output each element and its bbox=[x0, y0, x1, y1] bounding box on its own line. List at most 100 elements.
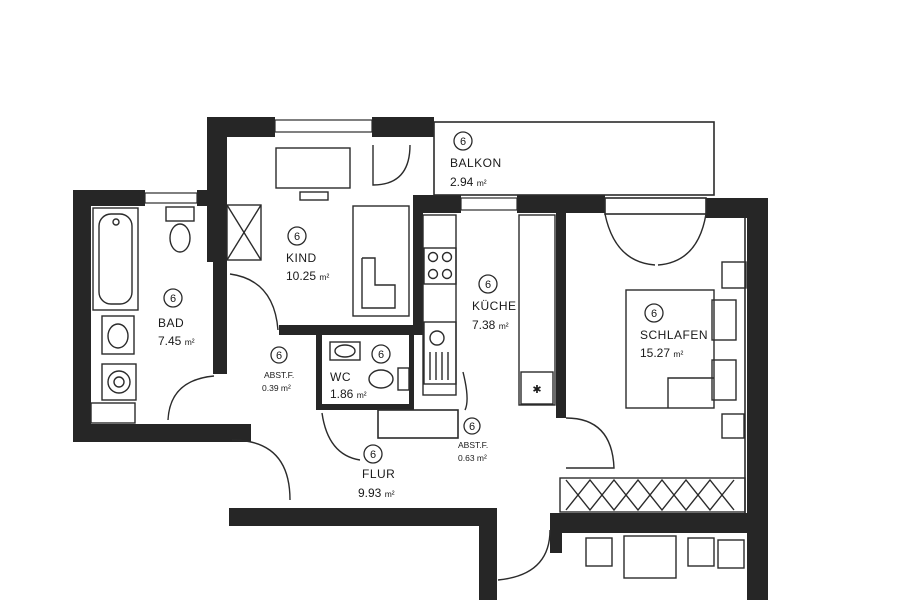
desk bbox=[275, 147, 351, 201]
wall-segment bbox=[517, 195, 605, 213]
room-abstf-1: 6 ABST.F. 0.39 m² bbox=[262, 346, 294, 393]
wardrobe bbox=[226, 204, 262, 261]
room-name: KÜCHE bbox=[472, 299, 517, 313]
table bbox=[623, 535, 677, 579]
room-bad: 6 BAD 7.45 m² bbox=[158, 288, 195, 348]
room-area: 9.93 bbox=[358, 486, 382, 500]
room-area: 0.39 bbox=[262, 383, 279, 393]
door-swing-icon bbox=[565, 417, 615, 469]
level-number: 6 bbox=[469, 421, 475, 433]
room-wc: 6 WC 1.86 m² bbox=[330, 344, 391, 401]
toilet-icon bbox=[165, 206, 195, 253]
level-number: 6 bbox=[485, 279, 491, 291]
wall-segment bbox=[73, 190, 91, 440]
svg-text:10.25 m²: 10.25 m² bbox=[286, 269, 329, 283]
door-swing-icon bbox=[604, 213, 656, 266]
svg-text:1.86 m²: 1.86 m² bbox=[330, 387, 367, 401]
nightstand bbox=[721, 261, 747, 289]
level-marker bbox=[363, 444, 383, 464]
thin-lines bbox=[144, 119, 746, 513]
room-area: 15.27 bbox=[640, 346, 670, 360]
room-abstf-2: 6 ABST.F. 0.63 m² bbox=[458, 417, 488, 463]
room-name: KIND bbox=[286, 251, 317, 265]
level-marker bbox=[644, 303, 664, 323]
sink-icon bbox=[101, 315, 135, 355]
door-swing-icon bbox=[231, 439, 291, 501]
room-name: ABST.F. bbox=[458, 440, 488, 450]
area-unit: m² bbox=[357, 390, 367, 400]
wall-segment bbox=[213, 332, 227, 374]
door-swing-icon bbox=[167, 375, 215, 421]
room-kind: 6 KIND 10.25 m² bbox=[286, 226, 329, 283]
cabinet bbox=[721, 413, 745, 439]
level-marker bbox=[270, 346, 288, 364]
door-swing-icon bbox=[229, 273, 279, 331]
doors bbox=[167, 144, 707, 581]
window bbox=[144, 192, 198, 204]
room-name: WC bbox=[330, 370, 351, 384]
wall-segment bbox=[229, 508, 497, 526]
wall-segment bbox=[197, 190, 227, 206]
sink-icon bbox=[329, 341, 361, 361]
wall-segment bbox=[413, 195, 423, 335]
storage-outline bbox=[377, 409, 459, 439]
counter bbox=[422, 214, 457, 396]
bathtub-icon bbox=[92, 207, 139, 311]
bed-icon bbox=[625, 289, 715, 409]
walls bbox=[73, 117, 768, 600]
room-balkon: 6 BALKON 2.94 m² bbox=[450, 131, 502, 189]
wall-segment bbox=[550, 513, 748, 533]
window bbox=[460, 197, 518, 211]
level-number: 6 bbox=[170, 293, 176, 305]
wall-segment bbox=[550, 513, 562, 553]
level-marker bbox=[287, 226, 307, 246]
area-unit: m² bbox=[281, 383, 291, 393]
wall-segment bbox=[409, 335, 414, 410]
door-swing-icon bbox=[462, 371, 468, 411]
door-swing-icon bbox=[372, 144, 411, 186]
wall-segment bbox=[479, 508, 497, 600]
window bbox=[604, 197, 707, 215]
wardrobe bbox=[559, 477, 746, 513]
level-number: 6 bbox=[370, 449, 376, 461]
svg-text:2.94 m²: 2.94 m² bbox=[450, 175, 487, 189]
stove-icon bbox=[423, 247, 457, 285]
level-marker bbox=[163, 288, 183, 308]
svg-text:✱: ✱ bbox=[532, 384, 541, 396]
area-unit: m² bbox=[319, 272, 329, 282]
room-schlafen: 6 SCHLAFEN 15.27 m² bbox=[640, 303, 708, 360]
area-unit: m² bbox=[385, 489, 395, 499]
door-swing-icon bbox=[321, 412, 361, 461]
room-area: 7.38 bbox=[472, 318, 496, 332]
svg-text:0.39 m²: 0.39 m² bbox=[262, 383, 291, 393]
level-number: 6 bbox=[378, 349, 384, 361]
level-number: 6 bbox=[460, 136, 466, 148]
door-swing-icon bbox=[657, 213, 707, 266]
level-marker bbox=[371, 344, 391, 364]
washing-machine-icon bbox=[101, 363, 137, 401]
balcony-outline bbox=[433, 121, 715, 196]
svg-text:9.93 m²: 9.93 m² bbox=[358, 486, 395, 500]
svg-text:15.27 m²: 15.27 m² bbox=[640, 346, 683, 360]
room-area: 1.86 bbox=[330, 387, 354, 401]
room-area: 7.45 bbox=[158, 334, 182, 348]
bed-icon bbox=[352, 205, 410, 317]
cabinet bbox=[90, 402, 136, 424]
level-marker bbox=[478, 274, 498, 294]
level-number: 6 bbox=[276, 350, 282, 362]
wall-segment bbox=[316, 335, 322, 410]
room-name: BALKON bbox=[450, 156, 502, 170]
chair bbox=[687, 537, 715, 567]
area-unit: m² bbox=[185, 337, 195, 347]
wall-segment bbox=[207, 117, 227, 262]
room-name: BAD bbox=[158, 316, 184, 330]
level-marker bbox=[463, 417, 481, 435]
wall-segment bbox=[556, 213, 566, 418]
room-name: ABST.F. bbox=[264, 370, 294, 380]
svg-text:7.38 m²: 7.38 m² bbox=[472, 318, 509, 332]
toilet-icon bbox=[368, 367, 410, 391]
svg-text:7.45 m²: 7.45 m² bbox=[158, 334, 195, 348]
room-flur: 6 FLUR 9.93 m² bbox=[358, 444, 395, 500]
